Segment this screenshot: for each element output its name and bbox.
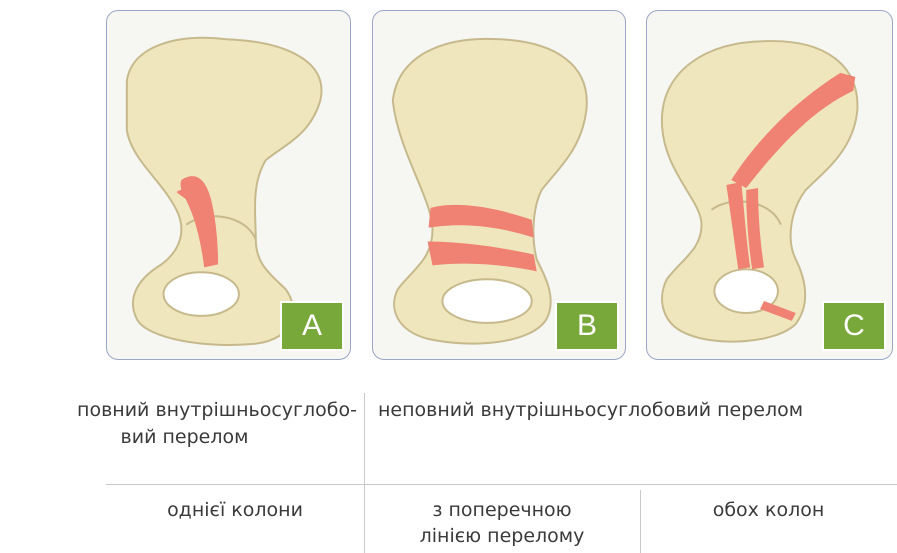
- category-complete-line2: вий перелом: [12, 424, 357, 450]
- category-incomplete: неповний внутрішньосуглобовий перелом: [378, 397, 803, 423]
- panel-b: B: [372, 10, 626, 360]
- panel-label-c: C: [822, 301, 886, 351]
- panel-label-b: B: [555, 301, 619, 351]
- panel-a: A: [106, 10, 351, 360]
- panel-c: C: [646, 10, 893, 360]
- panel-label-a: A: [280, 301, 344, 351]
- subtype-transverse: з поперечною лінією перелому: [364, 497, 640, 549]
- obturator-foramen: [442, 279, 531, 323]
- subtype-both-columns: обох колон: [640, 497, 897, 523]
- obturator-foramen: [164, 272, 239, 316]
- subtype-one-column: однієї колони: [106, 497, 364, 523]
- row-divider: [106, 484, 897, 485]
- category-complete-line1: повний внутрішньосуглобо-: [12, 397, 357, 423]
